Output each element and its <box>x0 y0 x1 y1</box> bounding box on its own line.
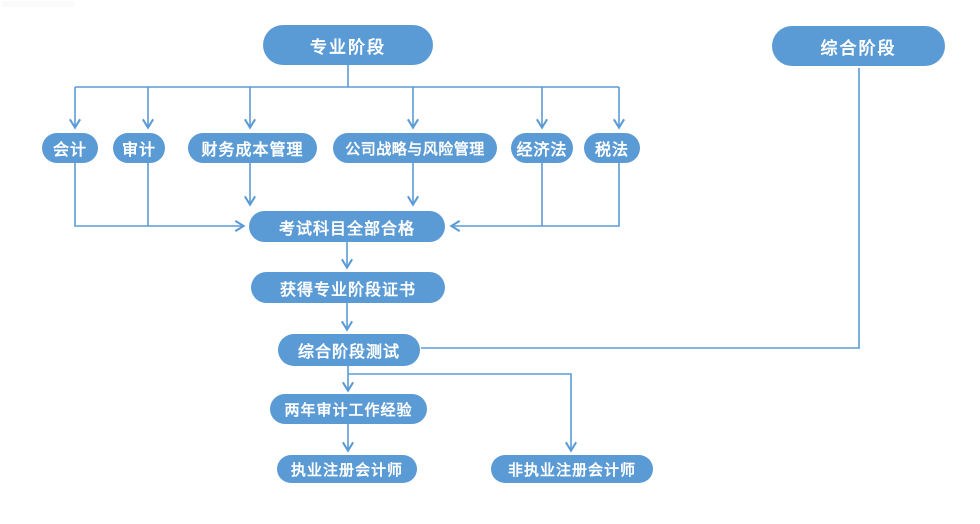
watermark-artifact <box>2 1 74 7</box>
node-professional-stage: 专业阶段 <box>263 25 433 65</box>
node-auditing: 审计 <box>113 133 165 163</box>
edge-test-to-nonpracticing <box>348 373 577 453</box>
node-all-subjects-passed: 考试科目全部合格 <box>249 211 445 242</box>
node-practicing-cpa: 执业注册会计师 <box>277 455 417 483</box>
node-comprehensive-stage-test: 综合阶段测试 <box>278 334 420 366</box>
node-financial-cost-management: 财务成本管理 <box>188 133 317 163</box>
edge-accounting-to-passed <box>74 163 246 232</box>
node-economic-law: 经济法 <box>511 133 573 163</box>
node-corporate-strategy-risk-management: 公司战略与风险管理 <box>333 133 497 163</box>
edge-tax-law-to-passed <box>449 163 620 232</box>
node-non-practicing-cpa: 非执业注册会计师 <box>491 455 653 483</box>
edge-comprehensive-to-test <box>421 68 860 349</box>
node-comprehensive-stage: 综合阶段 <box>772 26 945 66</box>
node-tax-law: 税法 <box>584 133 640 163</box>
node-two-years-audit-experience: 两年审计工作经验 <box>270 394 427 424</box>
node-professional-stage-certificate: 获得专业阶段证书 <box>251 272 445 303</box>
node-accounting: 会计 <box>42 133 98 163</box>
